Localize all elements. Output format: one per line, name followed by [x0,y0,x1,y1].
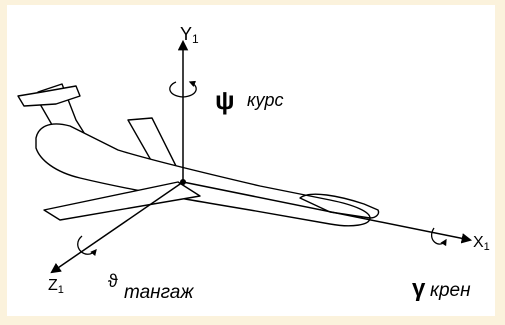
roll-rotation-arrow [431,227,447,247]
yaw-symbol: ψ [215,85,235,115]
z1-axis-label: Z1 [48,277,64,296]
yaw-rotation-arrow [169,80,197,98]
axes [50,39,473,274]
pitch-rotation-arrow [77,235,97,257]
engine-pod [299,193,380,219]
roll-label: крен [430,280,471,301]
airplane [17,83,380,227]
pitch-label: тангаж [124,282,194,303]
lower-wing [43,181,201,221]
x1-axis-label: X1 [473,234,490,253]
yaw-label: курс [247,90,284,110]
x1-axis-line [182,181,473,244]
z1-axis-line [50,181,184,274]
stabilizer [17,85,81,107]
pitch-symbol: ϑ [108,271,118,291]
origin-point [180,179,186,185]
rotation-arrows [77,80,447,257]
y1-axis-label: Y1 [180,24,199,46]
roll-symbol: γ [412,275,426,302]
